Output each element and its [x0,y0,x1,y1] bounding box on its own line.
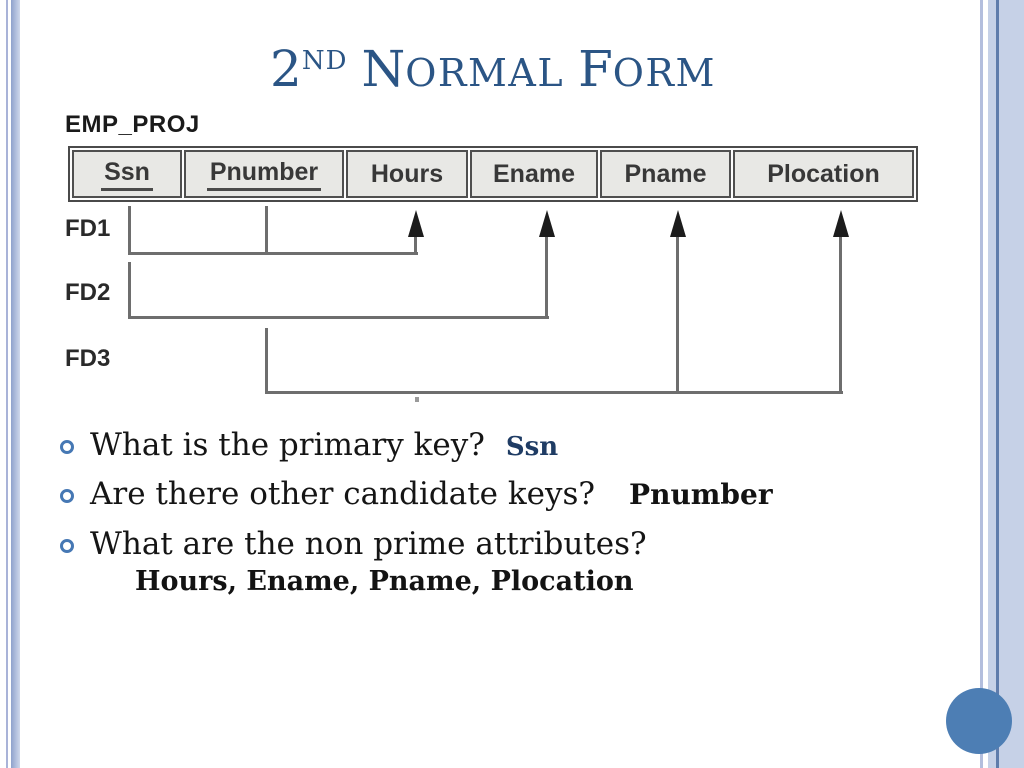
title-number: 2 [270,40,302,98]
bullet-circle-icon [60,440,74,454]
fd3-arrow-stem-pname [676,236,679,394]
bullet-candidate-keys: Are there other candidate keys? Pnumber [60,476,773,512]
question-non-prime: What are the non prime attributes? [90,526,647,562]
fd3-arrow-stem-plocation [839,236,842,394]
column-pnumber: Pnumber [184,150,344,198]
title-word2-initial: F [578,40,613,98]
column-hours-label: Hours [370,159,444,188]
fd2-arrow-stem-ename [545,236,548,319]
fd2-arrowhead-ename [539,210,555,237]
bullet-non-prime: What are the non prime attributes? [60,526,647,562]
title-word1-rest: ORMAL [405,51,565,95]
fd1-label: FD1 [65,215,111,242]
fd1-horizontal-line [128,252,418,255]
left-edge-thin-stripe [6,0,8,768]
right-edge-thin-stripe [980,0,983,768]
left-edge-band-stripe [11,0,20,768]
fd1-ssn-dropline [128,206,131,255]
title-word1-initial: N [361,40,406,98]
fd1-arrow-stem-hours [414,236,417,255]
column-plocation-label: Plocation [767,159,880,188]
bullet-primary-key: What is the primary key? Ssn [60,427,558,463]
column-hours: Hours [346,150,468,198]
column-ename-label: Ename [493,159,575,188]
right-edge-dark-stripe [996,0,999,768]
fd2-horizontal-line [128,316,549,319]
question-primary-key: What is the primary key? [90,427,485,463]
fd3-label: FD3 [65,345,111,372]
fd3-arrowhead-plocation [833,210,849,237]
column-pnumber-label: Pnumber [206,158,322,191]
right-edge-band-stripe [988,0,1024,768]
fd1-arrowhead-hours [408,210,424,237]
bullet-circle-icon [60,489,74,503]
fd2-label: FD2 [65,279,111,306]
column-plocation: Plocation [733,150,914,198]
title-ordinal-suffix: ND [301,46,348,76]
fd3-pnumber-dropline [265,328,268,394]
answer-non-prime-attributes: Hours, Ename, Pname, Plocation [135,566,634,597]
fd1-pnumber-dropline [265,206,268,255]
fd3-horizontal-line [265,391,843,394]
column-ssn: Ssn [72,150,182,198]
relation-schema-table: Ssn Pnumber Hours Ename Pname Plocation [68,146,918,202]
corner-circle-decoration [946,688,1012,754]
column-pname: Pname [600,150,731,198]
column-pname-label: Pname [624,159,707,188]
scan-tick-artifact [415,397,419,402]
answer-candidate-keys: Pnumber [629,478,773,511]
fd3-arrowhead-pname [670,210,686,237]
bullet-circle-icon [60,539,74,553]
relation-name-label: EMP_PROJ [65,111,200,138]
column-ename: Ename [470,150,598,198]
column-ssn-label: Ssn [101,158,153,191]
question-candidate-keys: Are there other candidate keys? [90,476,596,512]
title-word2-rest: ORM [612,51,716,95]
answer-primary-key: Ssn [505,432,559,462]
fd2-ssn-dropline [128,262,131,319]
